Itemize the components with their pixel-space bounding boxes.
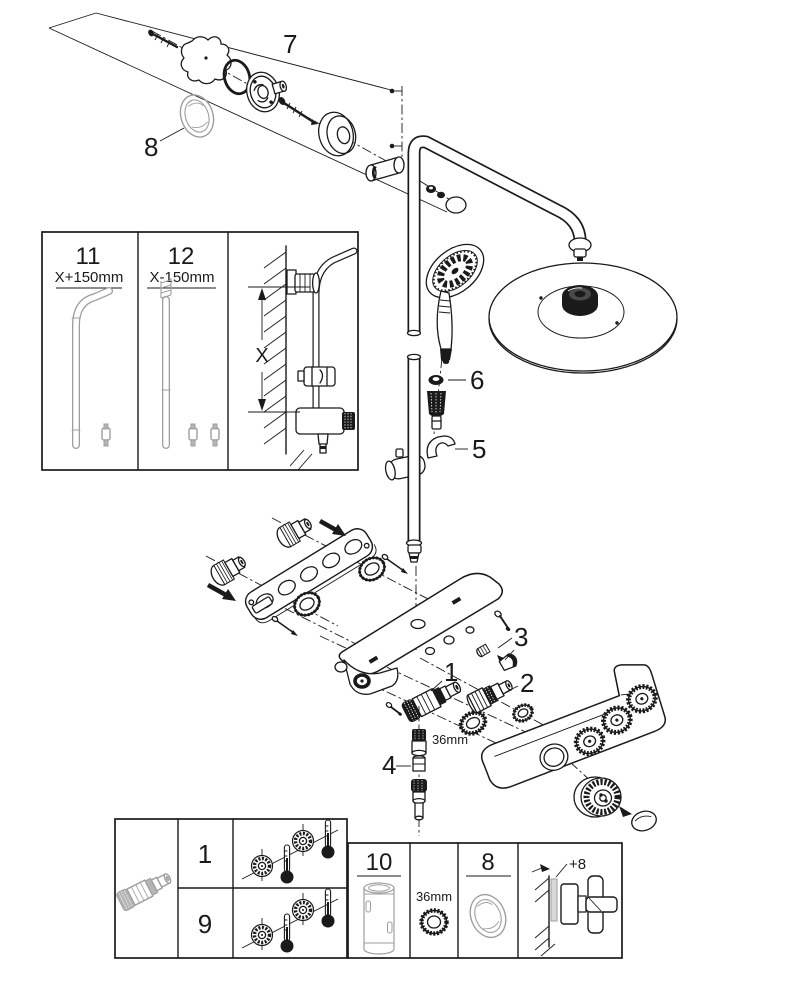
tray-knob-1 (573, 726, 606, 757)
ring-nut-2 (358, 556, 386, 582)
offset-dimension: +8 (531, 856, 586, 878)
cell-ring-36mm: 36mm (416, 889, 452, 936)
shower-column-group: 6 5 (365, 135, 678, 650)
escutcheon-8-label: 8 (481, 849, 494, 876)
callout-8-label: 8 (144, 132, 158, 162)
ring-small-2 (512, 703, 534, 723)
spacer-plate (550, 878, 558, 922)
wall-union (365, 156, 405, 182)
union-adapter-2 (276, 518, 312, 548)
thermometer-icon (321, 888, 335, 928)
riser-and-arm (406, 135, 587, 337)
cartridge-part2 (466, 680, 513, 714)
assembly-axis (151, 30, 400, 169)
washer-part6 (428, 375, 444, 385)
part3-pieces (476, 643, 518, 671)
riser-fittings (419, 180, 467, 214)
inset-wall-detail: X (248, 245, 358, 471)
table-row1-label: 1 (198, 839, 212, 869)
callout-5-label: 5 (472, 434, 486, 464)
cell-sleeve-10: 10 (357, 849, 401, 955)
thermometer-icon (280, 913, 294, 953)
escutcheon-ring (318, 111, 357, 157)
x-dimension-label: X (255, 345, 268, 367)
cartridge-image-gray (116, 873, 172, 911)
table-row9-label: 9 (198, 909, 212, 939)
pipe-11 (71, 287, 113, 449)
arrow-screw-2 (318, 519, 346, 536)
callout-2-label: 2 (520, 668, 534, 698)
tray-knob-3 (626, 684, 658, 714)
row9-diagram (241, 888, 339, 953)
inset-12-dim: X-150mm (149, 269, 214, 286)
offset-8-label: +8 (569, 856, 586, 873)
callout-3-leader (497, 637, 515, 661)
callout-1-label: 1 (444, 657, 458, 687)
thermometer-icon (280, 844, 294, 884)
slide-rail (405, 353, 423, 563)
cap-arrow (619, 806, 632, 817)
valve-cross-section (560, 875, 618, 934)
grouping-lines (48, 12, 448, 213)
mounting-plate (180, 36, 232, 85)
union-adapter-1 (210, 556, 246, 586)
arrow-screw-1 (206, 583, 236, 601)
wall-hatching-small (534, 877, 556, 957)
inset-11-dim: X+150mm (55, 269, 124, 286)
wall-bracket-plate (244, 528, 377, 624)
ring-36mm-main (458, 710, 488, 736)
thin-screw-3 (494, 610, 511, 632)
temperature-knob (573, 776, 622, 818)
inset-cell-11: 11 X+150mm (55, 243, 124, 449)
inset-12-number: 12 (168, 243, 195, 270)
arm-elbow (568, 237, 592, 261)
thin-screw-1 (271, 615, 298, 636)
callout-2-leader (505, 685, 519, 693)
bottom-table-left: 1 9 (114, 818, 348, 959)
screw-small (148, 29, 179, 49)
inset-box: 11 X+150mm 12 X-150mm (41, 231, 359, 471)
x-dimension: X (248, 286, 310, 413)
extension-sleeve (363, 882, 395, 955)
rain-shower-head (488, 262, 678, 374)
inset-11-number: 11 (76, 243, 101, 270)
callout-3-label: 3 (514, 622, 528, 652)
callout-8-leader (159, 127, 185, 142)
screw-long (278, 97, 318, 125)
smartcontrol-shelf (338, 572, 503, 675)
row1-diagram (241, 819, 339, 884)
wall-mount-exploded-group: 7 8 (48, 12, 448, 213)
reference-marks (389, 86, 403, 163)
ring-36mm-label: 36mm (416, 889, 452, 904)
cartridge-part1 (401, 681, 462, 723)
knob-cap (631, 810, 657, 832)
part4-stack (411, 706, 427, 836)
thin-screw-4 (385, 701, 402, 716)
valve-body (334, 626, 475, 695)
sleeve-10-label: 10 (366, 849, 393, 876)
thermostat-exploded-group: 3 1 36mm (205, 517, 667, 836)
hand-shower (425, 243, 485, 364)
escutcheon-gray-part8 (179, 94, 215, 138)
trim-tray (481, 664, 667, 789)
inset-cell-12: 12 X-150mm (147, 243, 220, 449)
bottom-table-right: 10 36mm 8 (347, 842, 623, 959)
cell-wall-offset: +8 (531, 856, 618, 957)
callout-4-label: 4 (382, 750, 396, 780)
callout-7-label: 7 (283, 29, 297, 59)
knurled-connector (427, 391, 446, 430)
ring-nut-1 (293, 591, 321, 617)
callout-1-leader (430, 680, 443, 692)
callout-6-label: 6 (470, 365, 484, 395)
tray-knob-2 (601, 705, 633, 735)
o-ring (222, 58, 252, 96)
wall-flange (246, 71, 288, 113)
pipe-12 (160, 278, 220, 449)
thin-screw-2 (381, 553, 408, 574)
cell-escutcheon-8: 8 (466, 849, 511, 939)
thermometer-icon (321, 819, 335, 859)
ring-36mm-main-label: 36mm (432, 732, 468, 747)
